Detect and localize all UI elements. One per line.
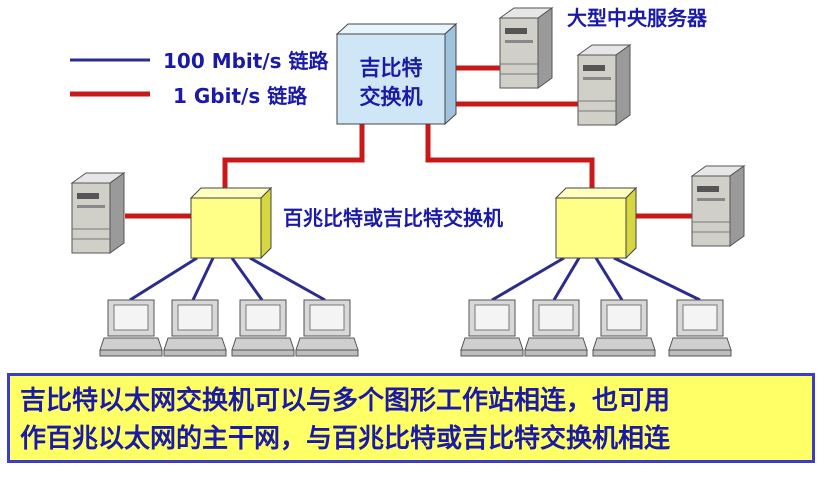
workstation-right-1 [460,299,524,357]
link-switch-left-edge [222,124,365,190]
fast-links [129,256,701,302]
caption-line-1: 吉比特以太网交换机可以与多个图形工作站相连，也可用 [20,386,671,416]
workstation-left-1 [99,299,163,357]
gigabit-switch-label-line1: 吉比特 [360,56,423,80]
gigabit-switch: 吉比特 交换机 [335,22,458,126]
edge-switch-right [555,187,637,259]
edge-server-left [71,172,125,254]
central-server-label: 大型中央服务器 [567,6,708,30]
link-switch-right-edge [425,124,595,190]
workstation-left-3 [231,299,295,357]
workstation-right-2 [524,299,588,357]
workstation-right-4 [668,299,732,357]
edge-server-right [691,165,745,247]
workstation-left-2 [163,299,227,357]
caption-line-2: 作百兆以太网的主干网，与百兆比特或吉比特交换机相连 [20,424,671,454]
gigabit-links [125,65,692,219]
legend-fast-label: 100 Mbit/s 链路 [163,49,330,73]
workstation-right-3 [592,299,656,357]
gigabit-switch-label-line2: 交换机 [360,85,423,109]
edge-switch-left [190,187,272,259]
caption-box: 吉比特以太网交换机可以与多个图形工作站相连，也可用 作百兆以太网的主干网，与百兆… [7,373,815,463]
central-server-2 [577,44,631,126]
workstation-left-4 [295,299,359,357]
legend-gigabit-label: 1 Gbit/s 链路 [173,84,308,108]
edge-switch-label: 百兆比特或吉比特交换机 [283,206,503,230]
central-server-1 [499,7,553,89]
